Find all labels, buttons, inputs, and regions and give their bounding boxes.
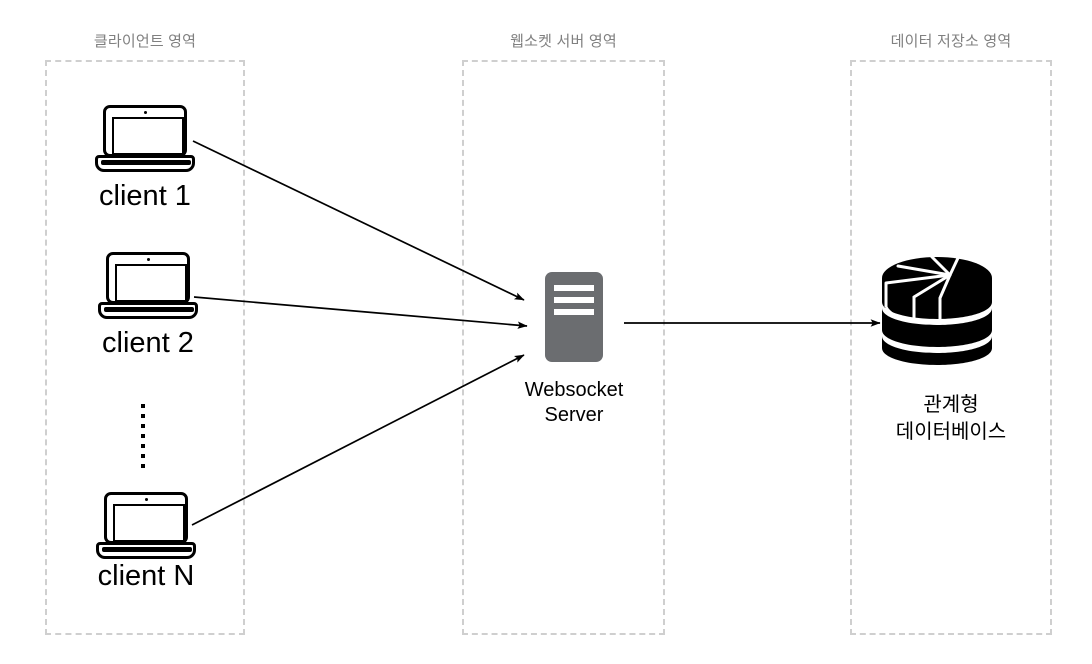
server-slot-bar	[554, 309, 594, 315]
laptop-base-fill	[102, 547, 192, 552]
laptop-camera-icon	[143, 111, 147, 114]
client-1-label: client 1	[99, 180, 191, 212]
laptop-lid	[106, 252, 190, 304]
laptop-base-fill	[104, 307, 194, 312]
client-2-label: client 2	[102, 327, 194, 359]
zone-label-client: 클라이언트 영역	[93, 33, 197, 50]
ellipsis-dot	[141, 454, 145, 458]
laptop-lid	[104, 492, 188, 544]
ellipsis-dot	[141, 424, 145, 428]
zone-label-websocket: 웹소켓 서버 영역	[510, 33, 617, 50]
zone-box-client	[45, 60, 245, 635]
laptop-base-fill	[101, 160, 191, 165]
relational-database-label: 관계형 데이터베이스	[895, 394, 1007, 443]
laptop-lid	[103, 105, 187, 157]
zone-box-storage	[850, 60, 1052, 635]
laptop-camera-icon	[146, 258, 150, 261]
laptop-screen	[113, 504, 185, 542]
server-icon	[545, 272, 603, 362]
zone-box-websocket	[462, 60, 665, 635]
websocket-server-label: Websocket Server	[524, 379, 624, 426]
ellipsis-dot	[141, 444, 145, 448]
laptop-icon	[95, 105, 195, 175]
ellipsis-dot	[141, 414, 145, 418]
laptop-camera-icon	[144, 498, 148, 501]
zone-label-storage: 데이터 저장소 영역	[890, 33, 1012, 50]
laptop-icon	[96, 492, 196, 562]
server-slot-bar	[554, 297, 594, 303]
laptop-screen	[112, 117, 184, 155]
ellipsis-dot	[141, 404, 145, 408]
laptop-base	[96, 542, 196, 559]
server-slot-bar	[554, 285, 594, 291]
client-n-label: client N	[97, 560, 195, 592]
ellipsis-dot	[141, 464, 145, 468]
laptop-icon	[98, 252, 198, 322]
laptop-screen	[115, 264, 187, 302]
vertical-ellipsis	[141, 404, 145, 468]
laptop-base	[95, 155, 195, 172]
ellipsis-dot	[141, 434, 145, 438]
laptop-base	[98, 302, 198, 319]
